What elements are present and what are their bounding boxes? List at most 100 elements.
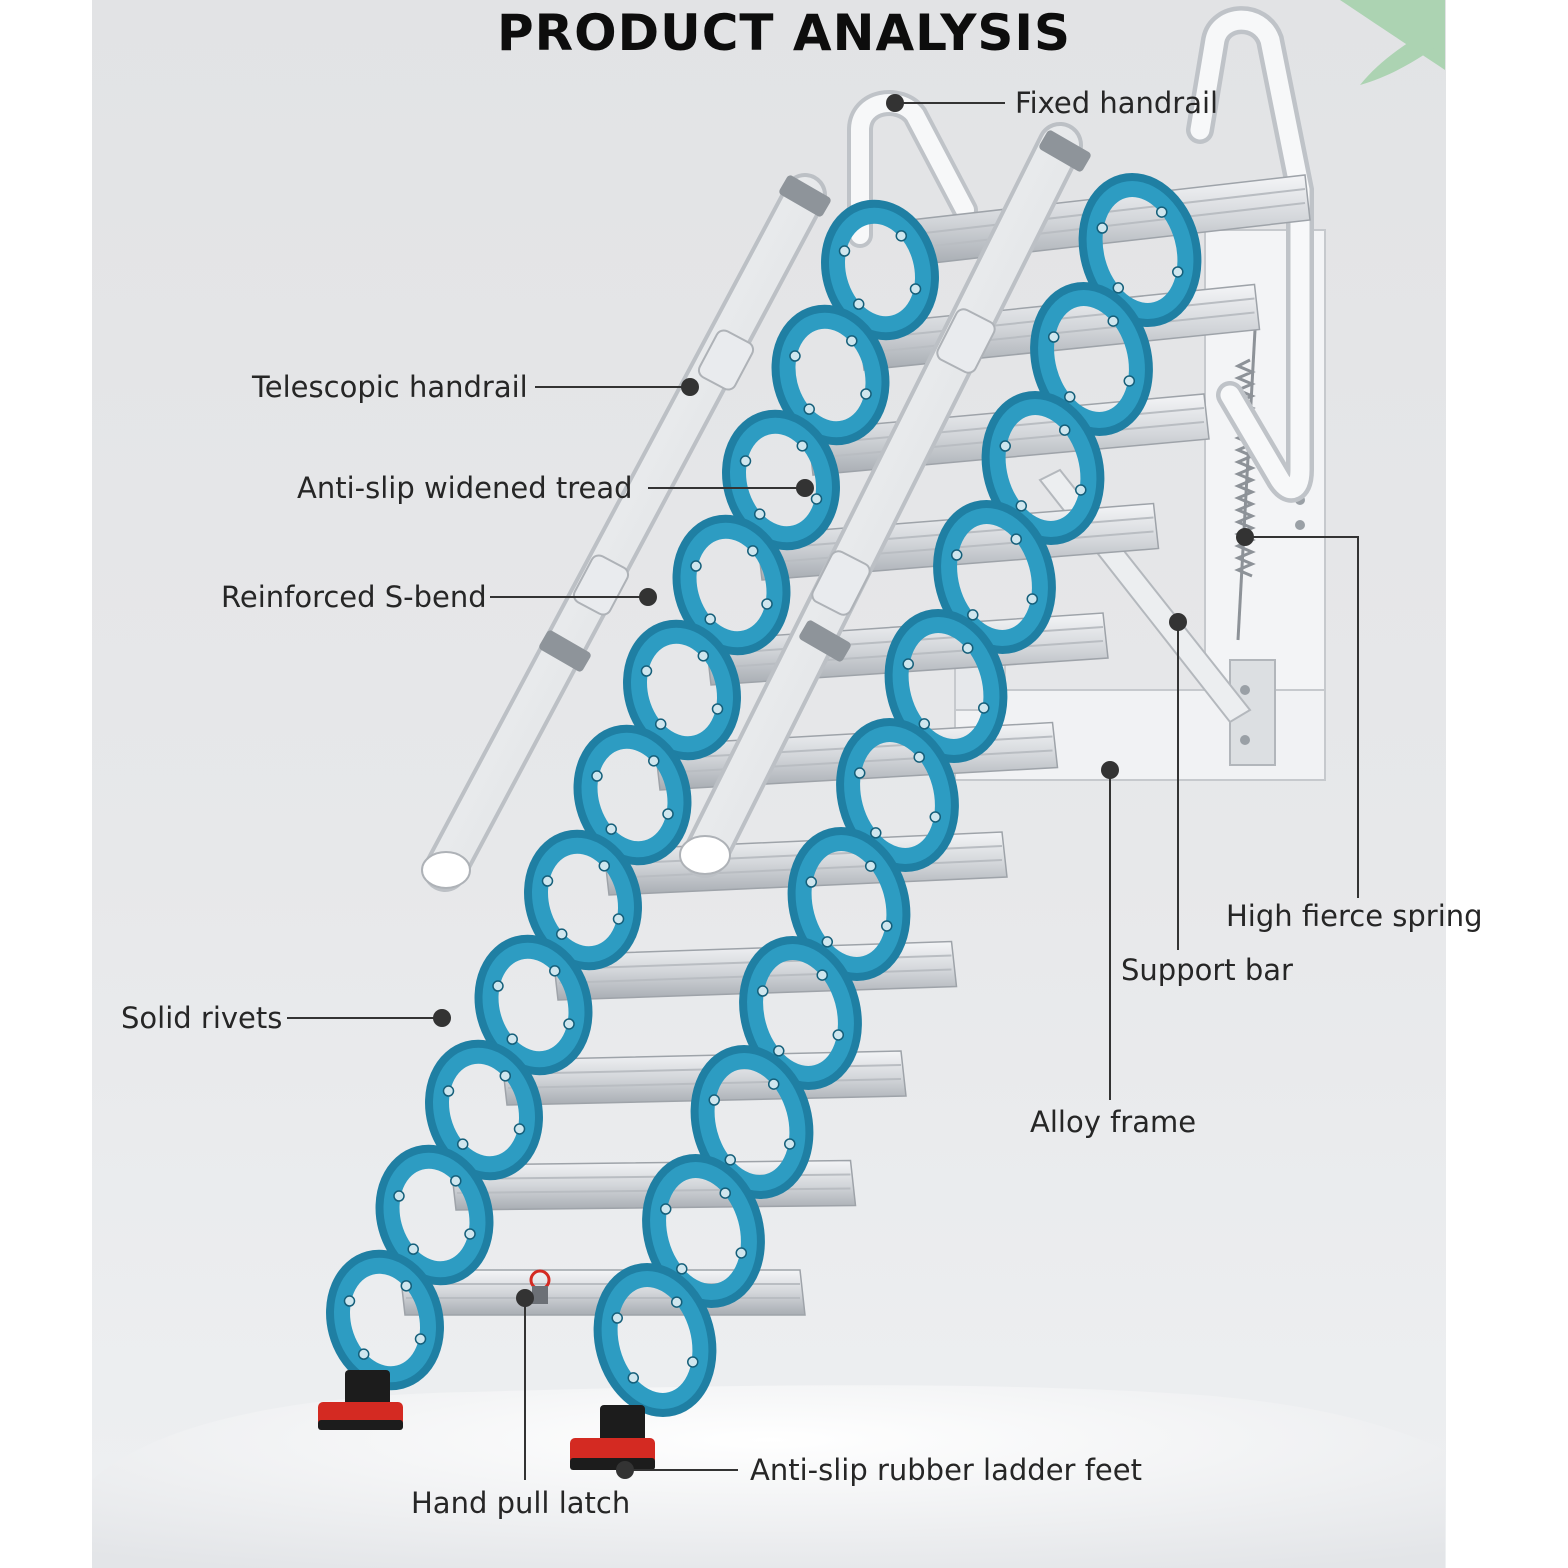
rivet	[690, 560, 702, 572]
rivet	[591, 770, 603, 782]
rivet	[1047, 331, 1060, 343]
rivet	[864, 860, 877, 872]
rivet	[499, 1070, 512, 1082]
label-support-bar: Support bar	[1121, 953, 1293, 987]
rivet	[1010, 533, 1022, 545]
rivet	[676, 1263, 688, 1275]
rivet	[343, 1295, 356, 1307]
label-hand-pull-latch: Hand pull latch	[411, 1486, 631, 1520]
rivet	[442, 1085, 455, 1097]
rivet	[654, 718, 667, 730]
plant-leaves	[1340, 0, 1445, 85]
rivet	[1155, 206, 1168, 218]
rivet	[456, 1138, 469, 1150]
rivet	[513, 1123, 526, 1135]
rivet	[1026, 593, 1039, 605]
label-high-fierce-spring: High fierce spring	[1226, 899, 1483, 933]
rivet	[838, 245, 851, 257]
rivet	[950, 549, 963, 561]
rivet	[407, 1243, 419, 1255]
rivet	[796, 440, 809, 452]
rivet	[967, 609, 979, 621]
rivet	[803, 403, 815, 415]
rivet	[832, 1029, 845, 1041]
rivet	[1058, 424, 1071, 436]
callout-dots	[433, 94, 1254, 1479]
marble-floor	[92, 1385, 1445, 1568]
rivet	[978, 702, 990, 714]
rivet	[810, 493, 823, 505]
telescopic-handrail	[421, 122, 1091, 892]
rivet	[612, 913, 625, 925]
rivet	[648, 755, 660, 767]
rivet	[555, 928, 568, 940]
rivet	[719, 1187, 731, 1199]
s-bend-links	[326, 173, 1202, 1417]
fixed-handrail	[847, 6, 1314, 503]
rivet	[605, 823, 617, 835]
rivet	[852, 298, 865, 310]
rivet	[549, 965, 561, 977]
rivet	[492, 980, 504, 992]
rivet	[870, 827, 882, 839]
rivet	[711, 703, 724, 715]
rivet	[400, 1280, 413, 1292]
rivet	[747, 545, 759, 557]
rivet	[1015, 500, 1028, 512]
rivet	[999, 440, 1011, 452]
rivet	[662, 808, 674, 820]
rivet	[789, 350, 801, 362]
rivet	[821, 936, 834, 948]
rivet	[961, 642, 974, 654]
alloy-frame	[954, 229, 1326, 781]
rivet	[357, 1348, 370, 1360]
rivet	[1096, 222, 1108, 234]
rivet	[627, 1372, 640, 1384]
rivet	[913, 751, 925, 763]
rivet	[464, 1228, 476, 1240]
label-telescopic-handrail: Telescopic handrail	[252, 370, 528, 404]
rivet	[414, 1333, 427, 1345]
rivet	[846, 335, 858, 347]
rivet	[816, 969, 828, 981]
hand-pull-latch	[529, 1269, 551, 1304]
label-solid-rivets: Solid rivets	[121, 1001, 283, 1035]
rivet	[1112, 282, 1125, 294]
rivet	[918, 718, 931, 730]
rivet	[611, 1312, 623, 1324]
rivet	[767, 1078, 780, 1090]
rivet	[541, 875, 554, 887]
rivet	[1172, 266, 1184, 278]
rivet	[853, 767, 866, 779]
rivet	[753, 508, 766, 520]
rivet	[563, 1018, 575, 1030]
rivet	[1107, 315, 1119, 327]
label-anti-slip-feet: Anti-slip rubber ladder feet	[750, 1453, 1142, 1487]
rivet	[773, 1045, 785, 1057]
rivet	[659, 1203, 672, 1215]
rivet	[735, 1247, 748, 1259]
rivet	[506, 1033, 518, 1045]
rivet	[1123, 375, 1136, 387]
rivet	[670, 1296, 683, 1308]
rivet	[739, 455, 752, 467]
rivet	[805, 876, 817, 888]
rivet	[1064, 391, 1076, 403]
rivet	[704, 613, 716, 625]
rivet	[393, 1190, 405, 1202]
rivet	[598, 860, 611, 872]
rivet	[909, 283, 922, 295]
rivet	[860, 388, 872, 400]
leader-lines	[287, 102, 1359, 1480]
label-anti-slip-tread: Anti-slip widened tread	[297, 471, 633, 505]
rivet	[929, 811, 942, 823]
label-reinforced-s-bend: Reinforced S-bend	[221, 580, 487, 614]
rivet	[895, 230, 908, 242]
rivet	[1075, 484, 1087, 496]
rivet	[761, 598, 773, 610]
rubber-ladder-feet	[318, 1370, 655, 1470]
rivet	[784, 1138, 796, 1150]
rivet	[902, 658, 914, 670]
label-alloy-frame: Alloy frame	[1030, 1105, 1197, 1139]
